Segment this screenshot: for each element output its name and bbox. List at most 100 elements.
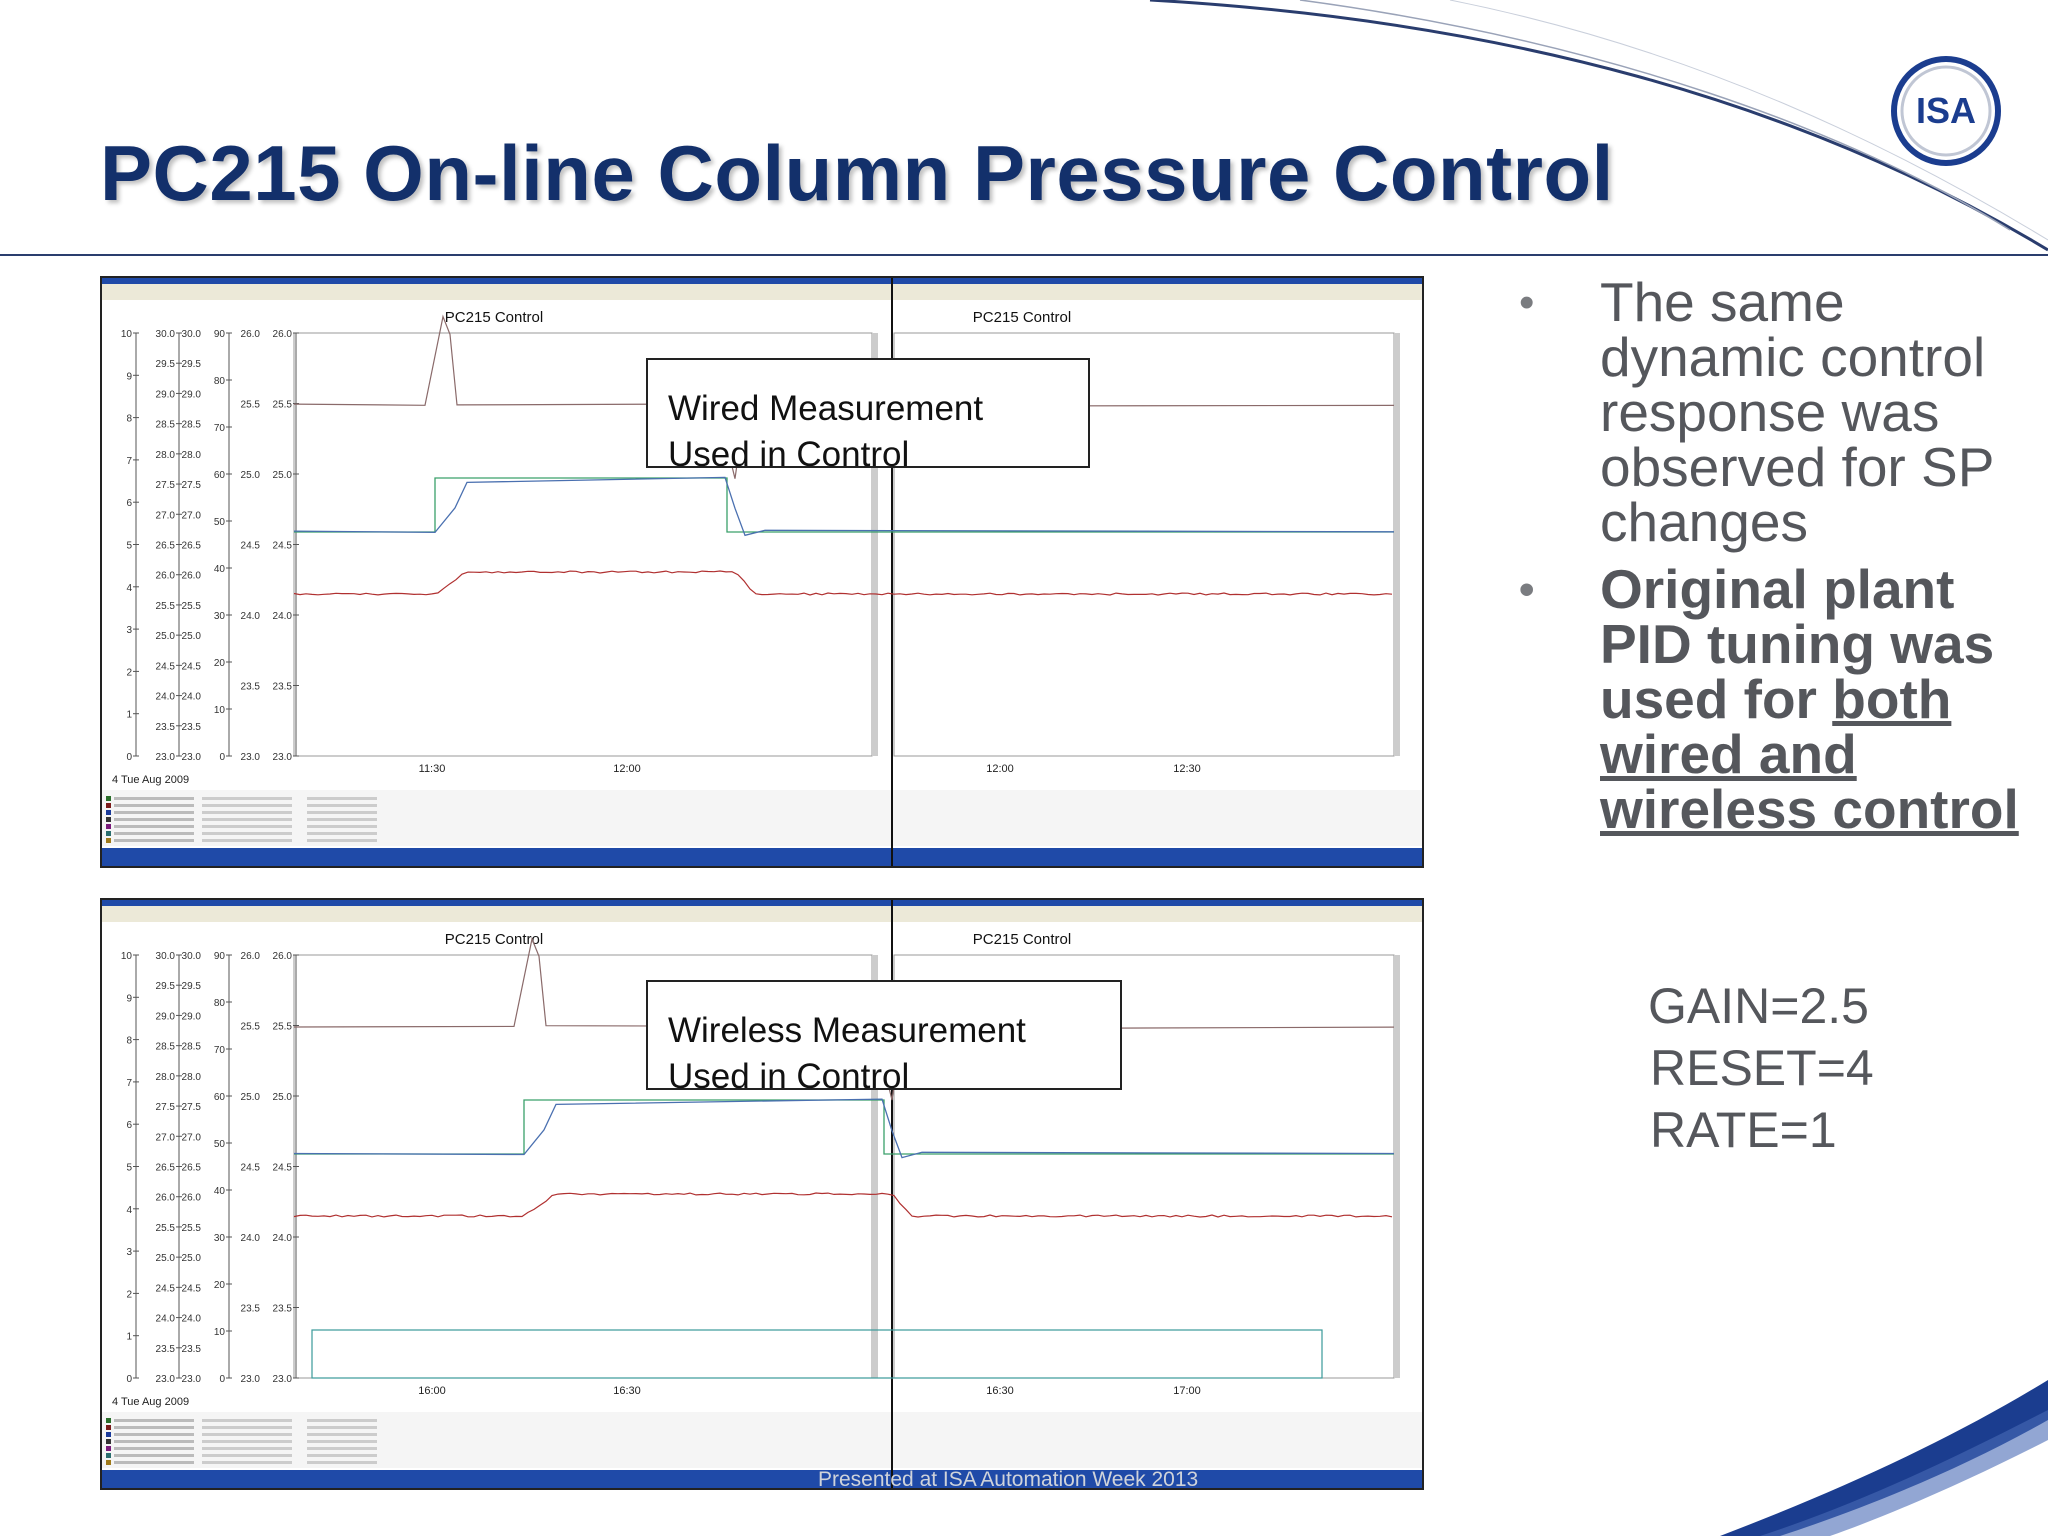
- y-tick-label: 25.5: [156, 1223, 176, 1234]
- y-tick-label: 26.5: [182, 541, 202, 552]
- legend-row: [114, 839, 194, 842]
- y-tick-label: 25.5: [241, 1022, 261, 1033]
- legend-row: [202, 818, 292, 821]
- y-tick-label: 23.5: [273, 682, 293, 693]
- y-tick-label: 24.0: [182, 692, 202, 703]
- y-tick-label: 50: [214, 1139, 226, 1150]
- legend-swatch: [106, 1432, 111, 1437]
- legend-swatch: [106, 810, 111, 815]
- y-tick-label: 23.5: [273, 1304, 293, 1315]
- y-tick-label: 29.0: [182, 1011, 202, 1022]
- chart-title: PC215 Control: [445, 309, 543, 326]
- annotation-line-1: Wired Measurement: [668, 386, 1068, 432]
- legend-row: [307, 839, 377, 842]
- y-tick-label: 28.0: [182, 450, 202, 461]
- legend-swatch: [106, 803, 111, 808]
- y-tick-label: 29.5: [156, 359, 176, 370]
- y-tick-label: 0: [219, 752, 225, 763]
- legend-row: [114, 1454, 194, 1457]
- y-tick-label: 60: [214, 470, 226, 481]
- legend-row: [114, 832, 194, 835]
- y-tick-label: 23.0: [241, 1374, 261, 1385]
- y-tick-label: 29.0: [156, 389, 176, 400]
- y-tick-label: 26.0: [156, 571, 176, 582]
- bullet-item: • Original plant PID tuning was used for…: [1515, 562, 2035, 837]
- y-tick-label: 25.0: [156, 1253, 176, 1264]
- y-tick-label: 24.5: [273, 541, 293, 552]
- y-tick-label: 23.5: [182, 1344, 202, 1355]
- legend-row: [202, 839, 292, 842]
- y-tick-label: 3: [126, 1247, 132, 1258]
- param-reset: RESET=4: [1650, 1037, 1874, 1099]
- legend-panel: [102, 1412, 1422, 1468]
- annotation-wireless: Wireless Measurement Used in Control: [646, 980, 1122, 1090]
- annotation-line-1: Wireless Measurement: [668, 1008, 1100, 1054]
- y-tick-label: 29.0: [182, 389, 202, 400]
- y-tick-label: 30.0: [182, 951, 202, 962]
- y-tick-label: 23.5: [156, 1344, 176, 1355]
- legend-row: [202, 1433, 292, 1436]
- y-tick-label: 26.0: [241, 329, 261, 340]
- y-tick-label: 23.0: [182, 1374, 202, 1385]
- y-tick-label: 7: [126, 456, 132, 467]
- y-tick-label: 0: [126, 1374, 132, 1385]
- taskbar: [102, 848, 1422, 866]
- date-label: 4 Tue Aug 2009: [112, 774, 189, 786]
- legend-row: [307, 1419, 377, 1422]
- y-tick-label: 28.0: [156, 1072, 176, 1083]
- annotation-line-2: Used in Control: [668, 1054, 1100, 1100]
- legend-swatch: [106, 817, 111, 822]
- y-tick-label: 4: [126, 1205, 132, 1216]
- legend-row: [202, 825, 292, 828]
- legend-swatch: [106, 1446, 111, 1451]
- y-tick-label: 24.0: [273, 1233, 293, 1244]
- y-tick-label: 27.0: [156, 510, 176, 521]
- y-tick-label: 25.0: [156, 631, 176, 642]
- y-tick-label: 9: [126, 993, 132, 1004]
- y-tick-label: 25.5: [156, 601, 176, 612]
- annotation-wired: Wired Measurement Used in Control: [646, 358, 1090, 468]
- y-tick-label: 24.5: [273, 1163, 293, 1174]
- legend-row: [114, 1419, 194, 1422]
- y-tick-label: 24.5: [156, 661, 176, 672]
- y-tick-label: 90: [214, 951, 226, 962]
- y-tick-label: 23.0: [182, 752, 202, 763]
- y-tick-label: 28.5: [156, 420, 176, 431]
- legend-swatch: [106, 1439, 111, 1444]
- legend-swatch: [106, 1425, 111, 1430]
- y-tick-label: 5: [126, 541, 132, 552]
- y-tick-label: 3: [126, 625, 132, 636]
- legend-swatch: [106, 838, 111, 843]
- y-tick-label: 20: [214, 658, 226, 669]
- y-tick-label: 26.0: [273, 329, 293, 340]
- y-tick-label: 7: [126, 1078, 132, 1089]
- legend-row: [114, 1426, 194, 1429]
- x-tick-label: 12:00: [986, 763, 1014, 775]
- y-tick-label: 24.5: [182, 1283, 202, 1294]
- x-tick-label: 16:30: [613, 1385, 641, 1397]
- legend-swatch: [106, 1460, 111, 1465]
- bullet-text: The same dynamic control response was ob…: [1600, 271, 1993, 553]
- y-tick-label: 23.0: [156, 752, 176, 763]
- y-tick-label: 25.0: [241, 470, 261, 481]
- y-tick-label: 26.0: [156, 1193, 176, 1204]
- legend-swatch: [106, 1453, 111, 1458]
- y-tick-label: 28.0: [156, 450, 176, 461]
- scrollbar: [1394, 955, 1400, 1378]
- y-tick-label: 0: [126, 752, 132, 763]
- y-tick-label: 9: [126, 371, 132, 382]
- y-tick-label: 5: [126, 1163, 132, 1174]
- y-tick-label: 24.5: [182, 661, 202, 672]
- param-rate: RATE=1: [1650, 1099, 1874, 1161]
- legend-swatch: [106, 796, 111, 801]
- y-tick-label: 27.5: [182, 480, 202, 491]
- y-tick-label: 26.5: [182, 1163, 202, 1174]
- legend-row: [307, 804, 377, 807]
- y-tick-label: 27.0: [182, 510, 202, 521]
- footer-text: Presented at ISA Automation Week 2013: [818, 1468, 1198, 1492]
- legend-row: [202, 797, 292, 800]
- legend-row: [114, 811, 194, 814]
- y-tick-label: 28.5: [182, 420, 202, 431]
- y-tick-label: 24.0: [182, 1314, 202, 1325]
- y-tick-label: 25.0: [273, 470, 293, 481]
